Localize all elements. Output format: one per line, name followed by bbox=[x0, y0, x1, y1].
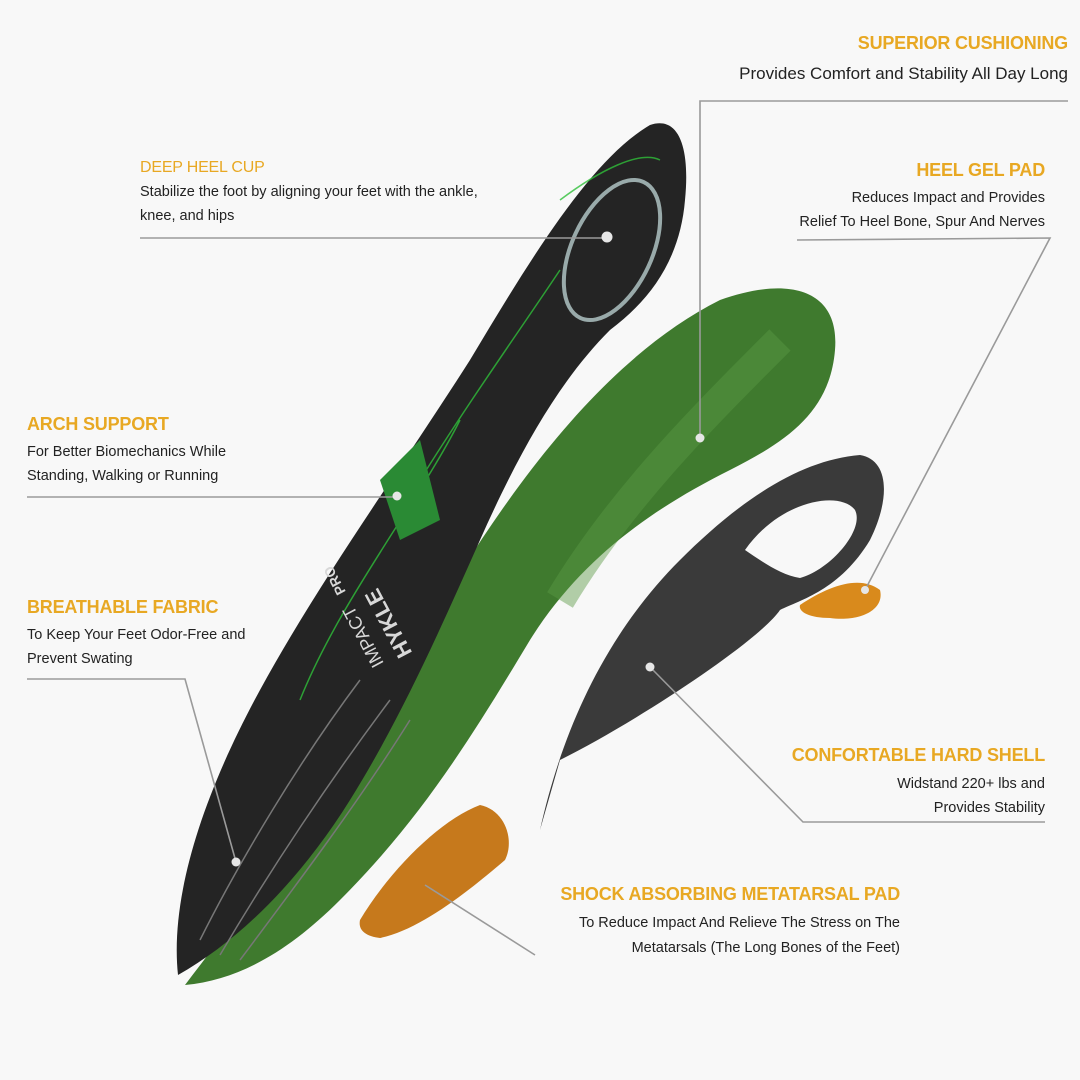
metatarsal-pad-desc-1: To Reduce Impact And Relieve The Stress … bbox=[578, 915, 900, 931]
callout-dots bbox=[231, 231, 869, 867]
metatarsal-pad-title: SHOCK ABSORBING METATARSAL PAD bbox=[560, 884, 900, 904]
breathable-fabric-title: BREATHABLE FABRIC bbox=[27, 597, 219, 617]
arch-support-desc-2: Standing, Walking or Running bbox=[27, 468, 219, 484]
heel-cup-opening bbox=[745, 500, 857, 578]
superior-cushioning-desc: Provides Comfort and Stability All Day L… bbox=[739, 64, 1068, 83]
superior-cushioning-title: SUPERIOR CUSHIONING bbox=[857, 33, 1068, 53]
metatarsal-pad bbox=[359, 805, 509, 938]
deep-heel-cup-desc-1: Stabilize the foot by aligning your feet… bbox=[140, 184, 478, 200]
heel-gel-pad bbox=[799, 582, 881, 619]
deep-heel-cup-desc-2: knee, and hips bbox=[140, 208, 235, 224]
breathable-fabric-desc-1: To Keep Your Feet Odor-Free and bbox=[27, 627, 246, 643]
leader-lines bbox=[27, 100, 1068, 956]
heel-gel-pad-title: HEEL GEL PAD bbox=[916, 160, 1045, 180]
top-insole bbox=[176, 123, 687, 975]
metatarsal-pad-desc-2: Metatarsals (The Long Bones of the Feet) bbox=[631, 940, 900, 956]
hard-shell-desc-1: Widstand 220+ lbs and bbox=[897, 776, 1045, 792]
hard-shell-title: CONFORTABLE HARD SHELL bbox=[791, 745, 1045, 765]
breathable-fabric-desc-2: Prevent Swating bbox=[27, 651, 133, 667]
heel-gel-pad-desc-1: Reduces Impact and Provides bbox=[851, 190, 1045, 206]
green-insole bbox=[185, 288, 836, 985]
arch-support-desc-1: For Better Biomechanics While bbox=[27, 444, 227, 460]
arch-support-title: ARCH SUPPORT bbox=[27, 414, 169, 434]
hard-shell-desc-2: Provides Stability bbox=[933, 800, 1045, 816]
deep-heel-cup-title: DEEP HEEL CUP bbox=[140, 159, 265, 176]
heel-gel-pad-desc-2: Relief To Heel Bone, Spur And Nerves bbox=[799, 214, 1045, 230]
